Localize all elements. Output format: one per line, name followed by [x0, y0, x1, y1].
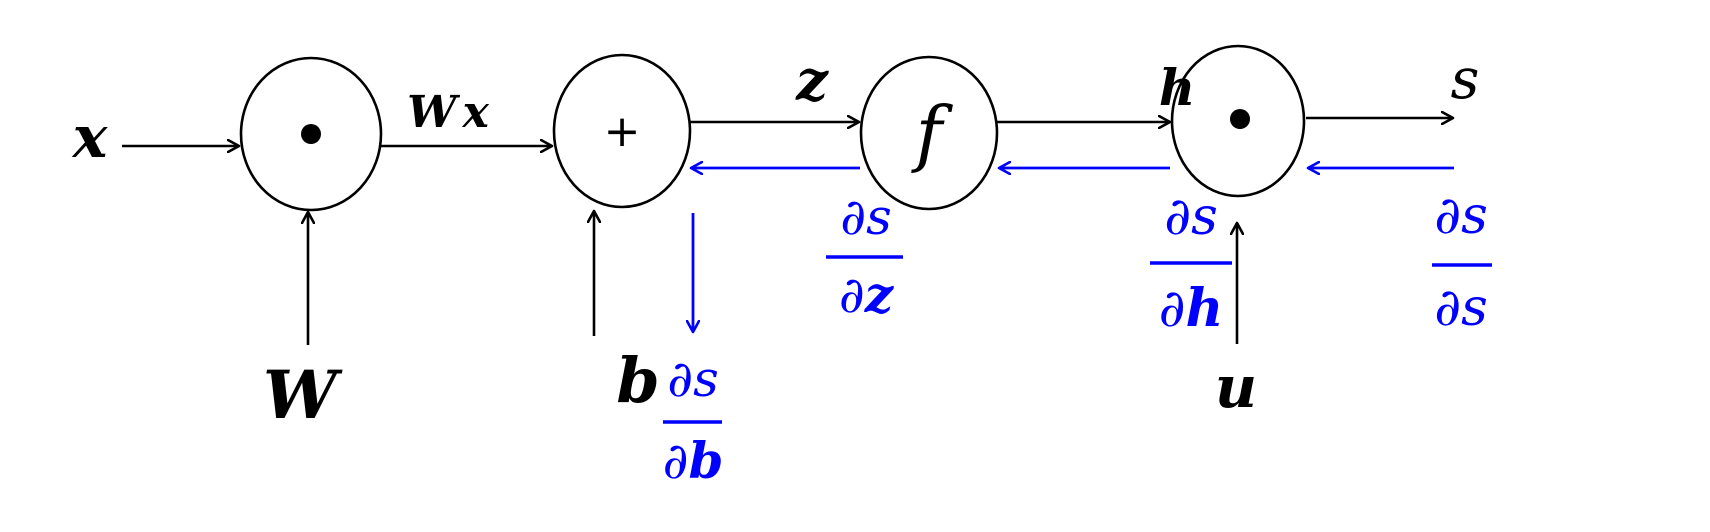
gradient-ds-dz: ∂s ∂z: [826, 188, 903, 324]
edge-Wx-vector: x: [462, 87, 490, 138]
gradient-ds-db-numerator: ∂s: [667, 350, 719, 408]
gradient-ds-db: ∂s ∂b: [663, 350, 724, 490]
node-multiply-1: [239, 56, 383, 212]
input-x-label: x: [71, 103, 109, 171]
gradient-ds-db-denominator: ∂b: [663, 431, 724, 490]
node-multiply-2: [1170, 44, 1306, 198]
output-s-label: s: [1451, 47, 1480, 112]
node-add: +: [552, 53, 692, 209]
input-b-label: b: [616, 344, 659, 417]
gradient-ds-dz-denominator: ∂z: [839, 265, 895, 324]
gradient-ds-dh: ∂s ∂h: [1150, 187, 1232, 339]
gradient-ds-ds-numerator: ∂s: [1434, 186, 1488, 246]
partial-symbol: ∂: [1434, 278, 1461, 338]
edge-Wx-matrix: W: [407, 87, 461, 138]
partial-symbol: ∂: [663, 432, 689, 490]
gradient-ds-dh-variable: h: [1186, 278, 1224, 339]
gradient-ds-db-variable: b: [688, 431, 723, 490]
gradient-ds-dh-numerator: ∂s: [1164, 187, 1218, 247]
partial-symbol: ∂: [1159, 279, 1186, 339]
dot-operator-icon: [1230, 109, 1250, 129]
input-W-label: W: [263, 356, 343, 434]
node-f: f: [859, 55, 999, 211]
gradient-ds-dh-denominator: ∂h: [1159, 278, 1224, 339]
edge-z-label: z: [795, 48, 829, 114]
gradient-ds-ds-denominator: ∂s: [1434, 278, 1488, 338]
edge-h-label: h: [1159, 58, 1195, 117]
gradient-ds-dz-numerator: ∂s: [840, 188, 892, 246]
gradient-ds-dz-variable: z: [864, 265, 895, 324]
input-u-label: u: [1215, 353, 1257, 421]
gradient-ds-ds-variable: s: [1461, 278, 1488, 338]
plus-operator: +: [604, 106, 641, 157]
gradient-ds-ds: ∂s ∂s: [1432, 186, 1492, 338]
dot-operator-icon: [301, 124, 321, 144]
partial-symbol: ∂: [839, 266, 865, 324]
